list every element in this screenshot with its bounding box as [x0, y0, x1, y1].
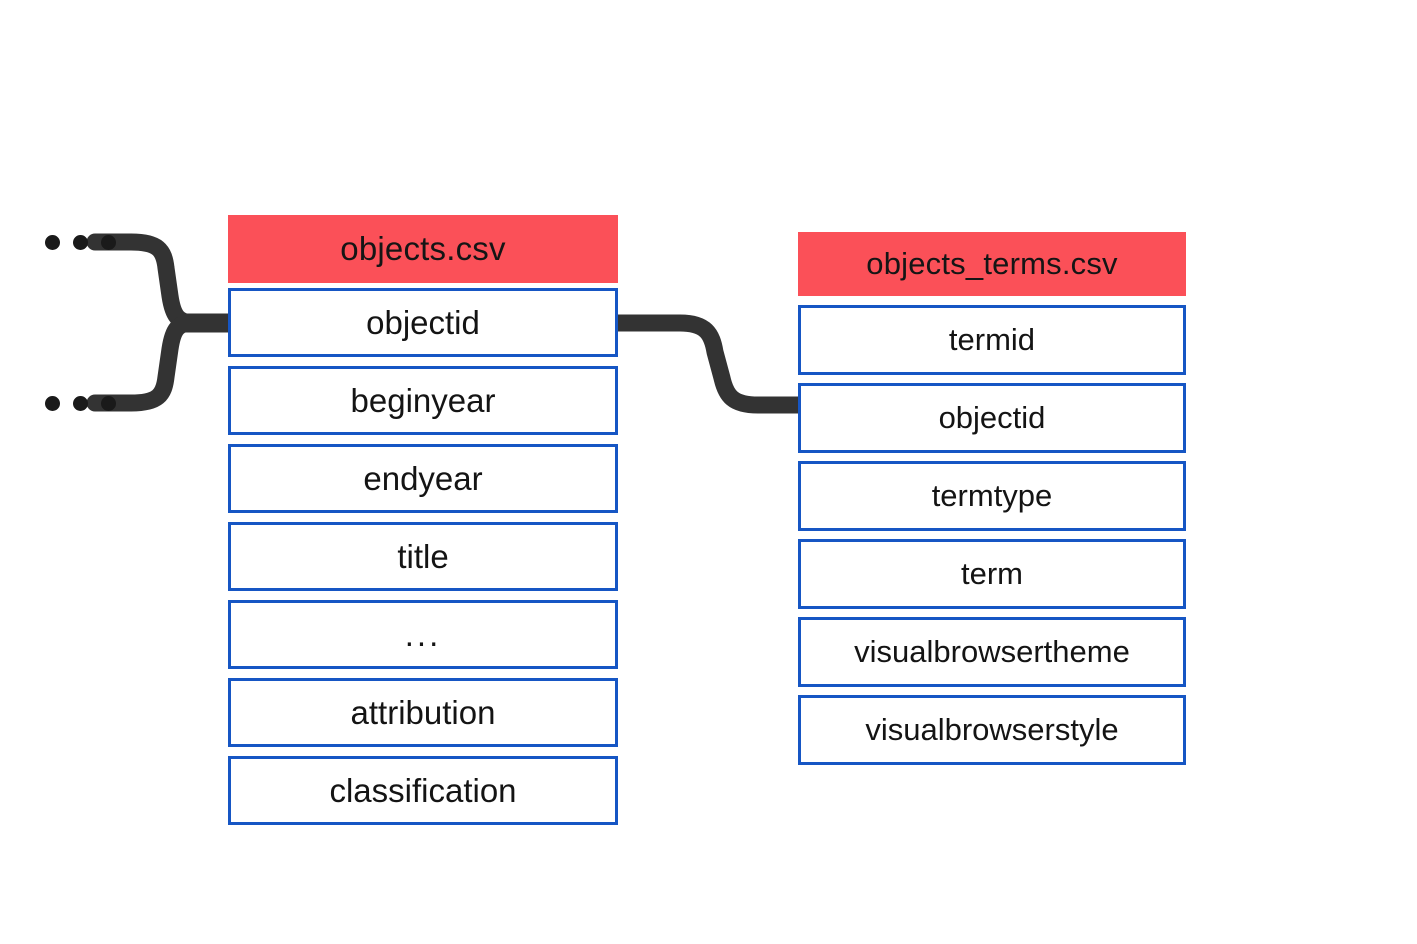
field-objectid[interactable]: objectid: [228, 288, 618, 357]
field-termtype[interactable]: termtype: [798, 461, 1186, 531]
ellipsis-dot: [45, 235, 60, 250]
entity-header-objects-csv: objects.csv: [228, 215, 618, 283]
field-title[interactable]: title: [228, 522, 618, 591]
ellipsis-dot: [101, 396, 116, 411]
ellipsis-dot: [101, 235, 116, 250]
field-visualbrowserstyle[interactable]: visualbrowserstyle: [798, 695, 1186, 765]
entity-header-objects-terms-csv: objects_terms.csv: [798, 232, 1186, 296]
field-term[interactable]: term: [798, 539, 1186, 609]
field-objectid[interactable]: objectid: [798, 383, 1186, 453]
field-list-objects-csv: objectid beginyear endyear title ... att…: [228, 288, 618, 825]
field-beginyear[interactable]: beginyear: [228, 366, 618, 435]
field-visualbrowsertheme[interactable]: visualbrowsertheme: [798, 617, 1186, 687]
entity-objects-terms-csv: objects_terms.csv termid objectid termty…: [798, 232, 1186, 765]
field-endyear[interactable]: endyear: [228, 444, 618, 513]
ellipsis-dot: [73, 235, 88, 250]
field-list-objects-terms-csv: termid objectid termtype term visualbrow…: [798, 305, 1186, 765]
field-classification[interactable]: classification: [228, 756, 618, 825]
field-ellipsis[interactable]: ...: [228, 600, 618, 669]
connector-incoming-upper: [86, 233, 201, 332]
ellipsis-dots-upper: [45, 235, 116, 250]
ellipsis-dots-lower: [45, 396, 116, 411]
ellipsis-dot: [73, 396, 88, 411]
connector-objects-to-objects-terms: [603, 314, 815, 414]
field-termid[interactable]: termid: [798, 305, 1186, 375]
entity-objects-csv: objects.csv objectid beginyear endyear t…: [228, 215, 618, 825]
connector-incoming-lower: [86, 314, 201, 412]
ellipsis-dot: [45, 396, 60, 411]
field-attribution[interactable]: attribution: [228, 678, 618, 747]
